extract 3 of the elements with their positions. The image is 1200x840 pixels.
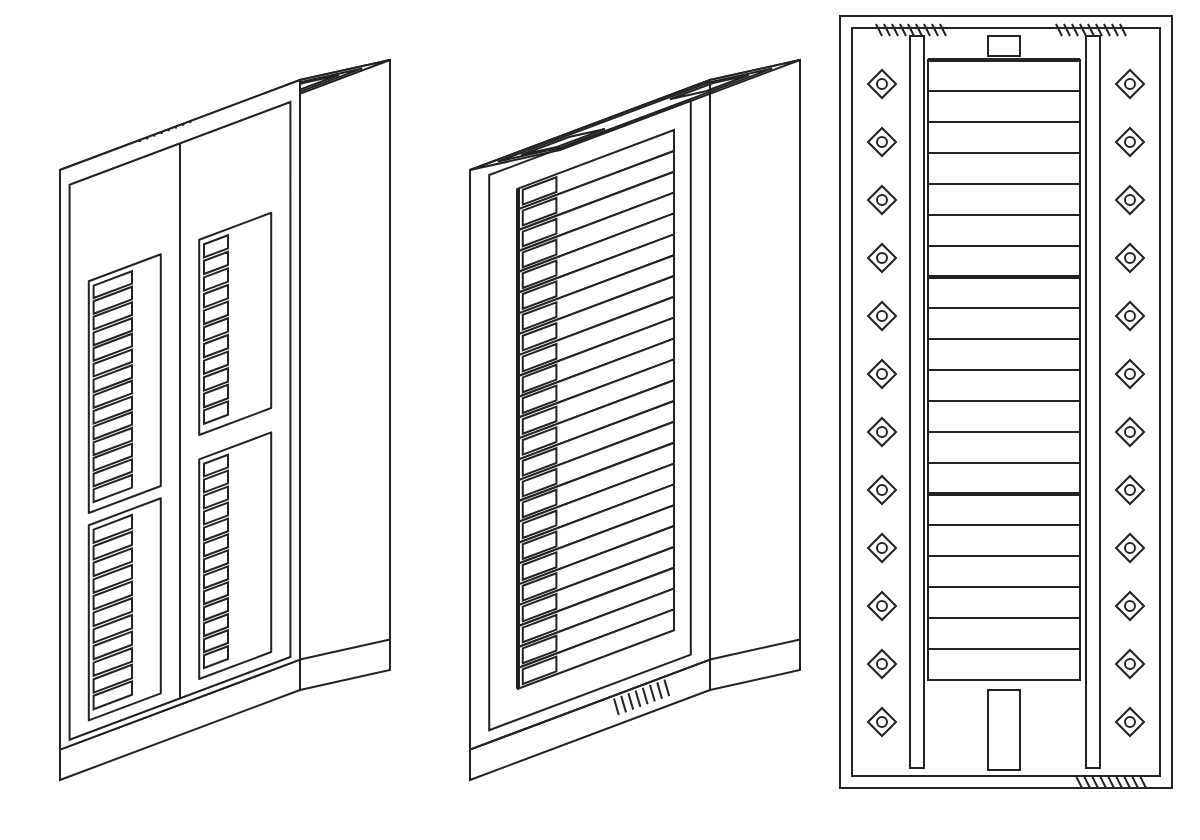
- open-cabinet-drawing: [469, 58, 801, 782]
- rack-front-view-drawing: [839, 15, 1173, 789]
- closed-cabinet-drawing: [59, 58, 391, 782]
